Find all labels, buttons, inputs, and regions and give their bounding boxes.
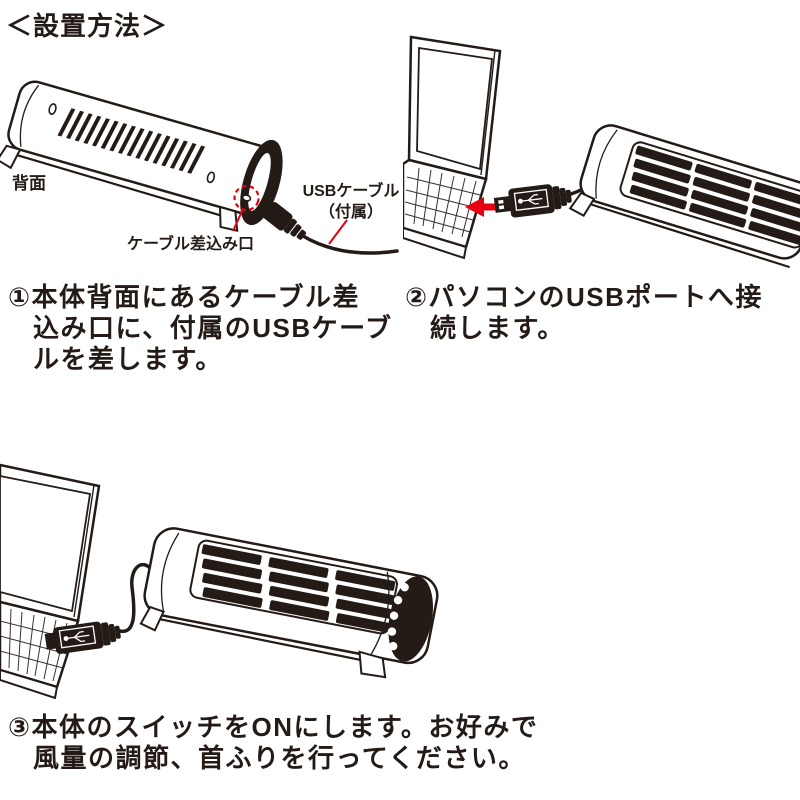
fan-rear-diagram: 背面 ケーブル差込み口 USBケーブル （付属） [0, 80, 400, 255]
page-title: ＜設置方法＞ [6, 11, 169, 41]
leader-line-port [232, 208, 244, 232]
laptop [403, 35, 502, 260]
label-cable-port: ケーブル差込み口 [127, 234, 254, 253]
laptop-screen [416, 46, 493, 171]
fan-front-body [139, 527, 439, 679]
cable-port-hole [241, 194, 252, 202]
label-usb-cable: USBケーブル [303, 181, 400, 200]
stand-foot [568, 191, 596, 217]
stand-foot [218, 205, 239, 232]
grille-slats [201, 544, 396, 633]
label-back-side: 背面 [12, 173, 46, 193]
fan-rear-body [0, 80, 283, 232]
end-cap-inner [248, 153, 271, 211]
stand-foot [0, 144, 22, 170]
step-1-line-3: ルを差します。 [33, 344, 223, 374]
usb-trident-icon [518, 193, 543, 205]
step-2-text: ②パソコンのUSBポートへ接 続します。 [405, 282, 763, 344]
step-2-line-1: ②パソコンのUSBポートへ接 [405, 282, 763, 312]
stand-foot [139, 605, 165, 632]
label-usb-cable-included: （付属） [319, 202, 383, 221]
laptop [0, 463, 101, 700]
step-2-line-2: 続します。 [430, 313, 565, 343]
usb-cable [301, 234, 399, 255]
laptop-front-edge [403, 226, 468, 260]
louver-fins [387, 583, 409, 651]
grille-slats [629, 145, 800, 246]
laptop-screen [0, 475, 92, 613]
stand-foot [358, 650, 387, 679]
screw-hole [206, 171, 216, 184]
step-1-line-1: ①本体背面にあるケーブル差 [8, 282, 360, 312]
step-3-text: ③本体のスイッチをONにします。お好みで 風量の調節、首ふりを行ってください。 [8, 712, 538, 774]
laptop-front-edge [0, 668, 59, 700]
step-3-line-2: 風量の調節、首ふりを行ってください。 [33, 743, 526, 773]
usb-plug [258, 200, 307, 240]
step-3-line-1: ③本体のスイッチをONにします。お好みで [8, 712, 539, 742]
step-1-text: ①本体背面にあるケーブル差 込み口に、付属のUSBケーブ ルを差します。 [8, 282, 393, 375]
usb-plug [44, 621, 121, 654]
fan-front-body [568, 124, 800, 269]
usb-plug [493, 184, 572, 218]
step-1-line-2: 込み口に、付属のUSBケーブ [33, 313, 393, 343]
fan-connected-diagram [0, 463, 439, 700]
leader-line-cable [328, 219, 348, 245]
screw-hole [48, 103, 57, 115]
keyboard-keys [404, 167, 481, 238]
usb-trident-icon [63, 630, 90, 643]
usb-to-laptop-diagram [403, 35, 800, 269]
vent-slits [57, 108, 206, 174]
